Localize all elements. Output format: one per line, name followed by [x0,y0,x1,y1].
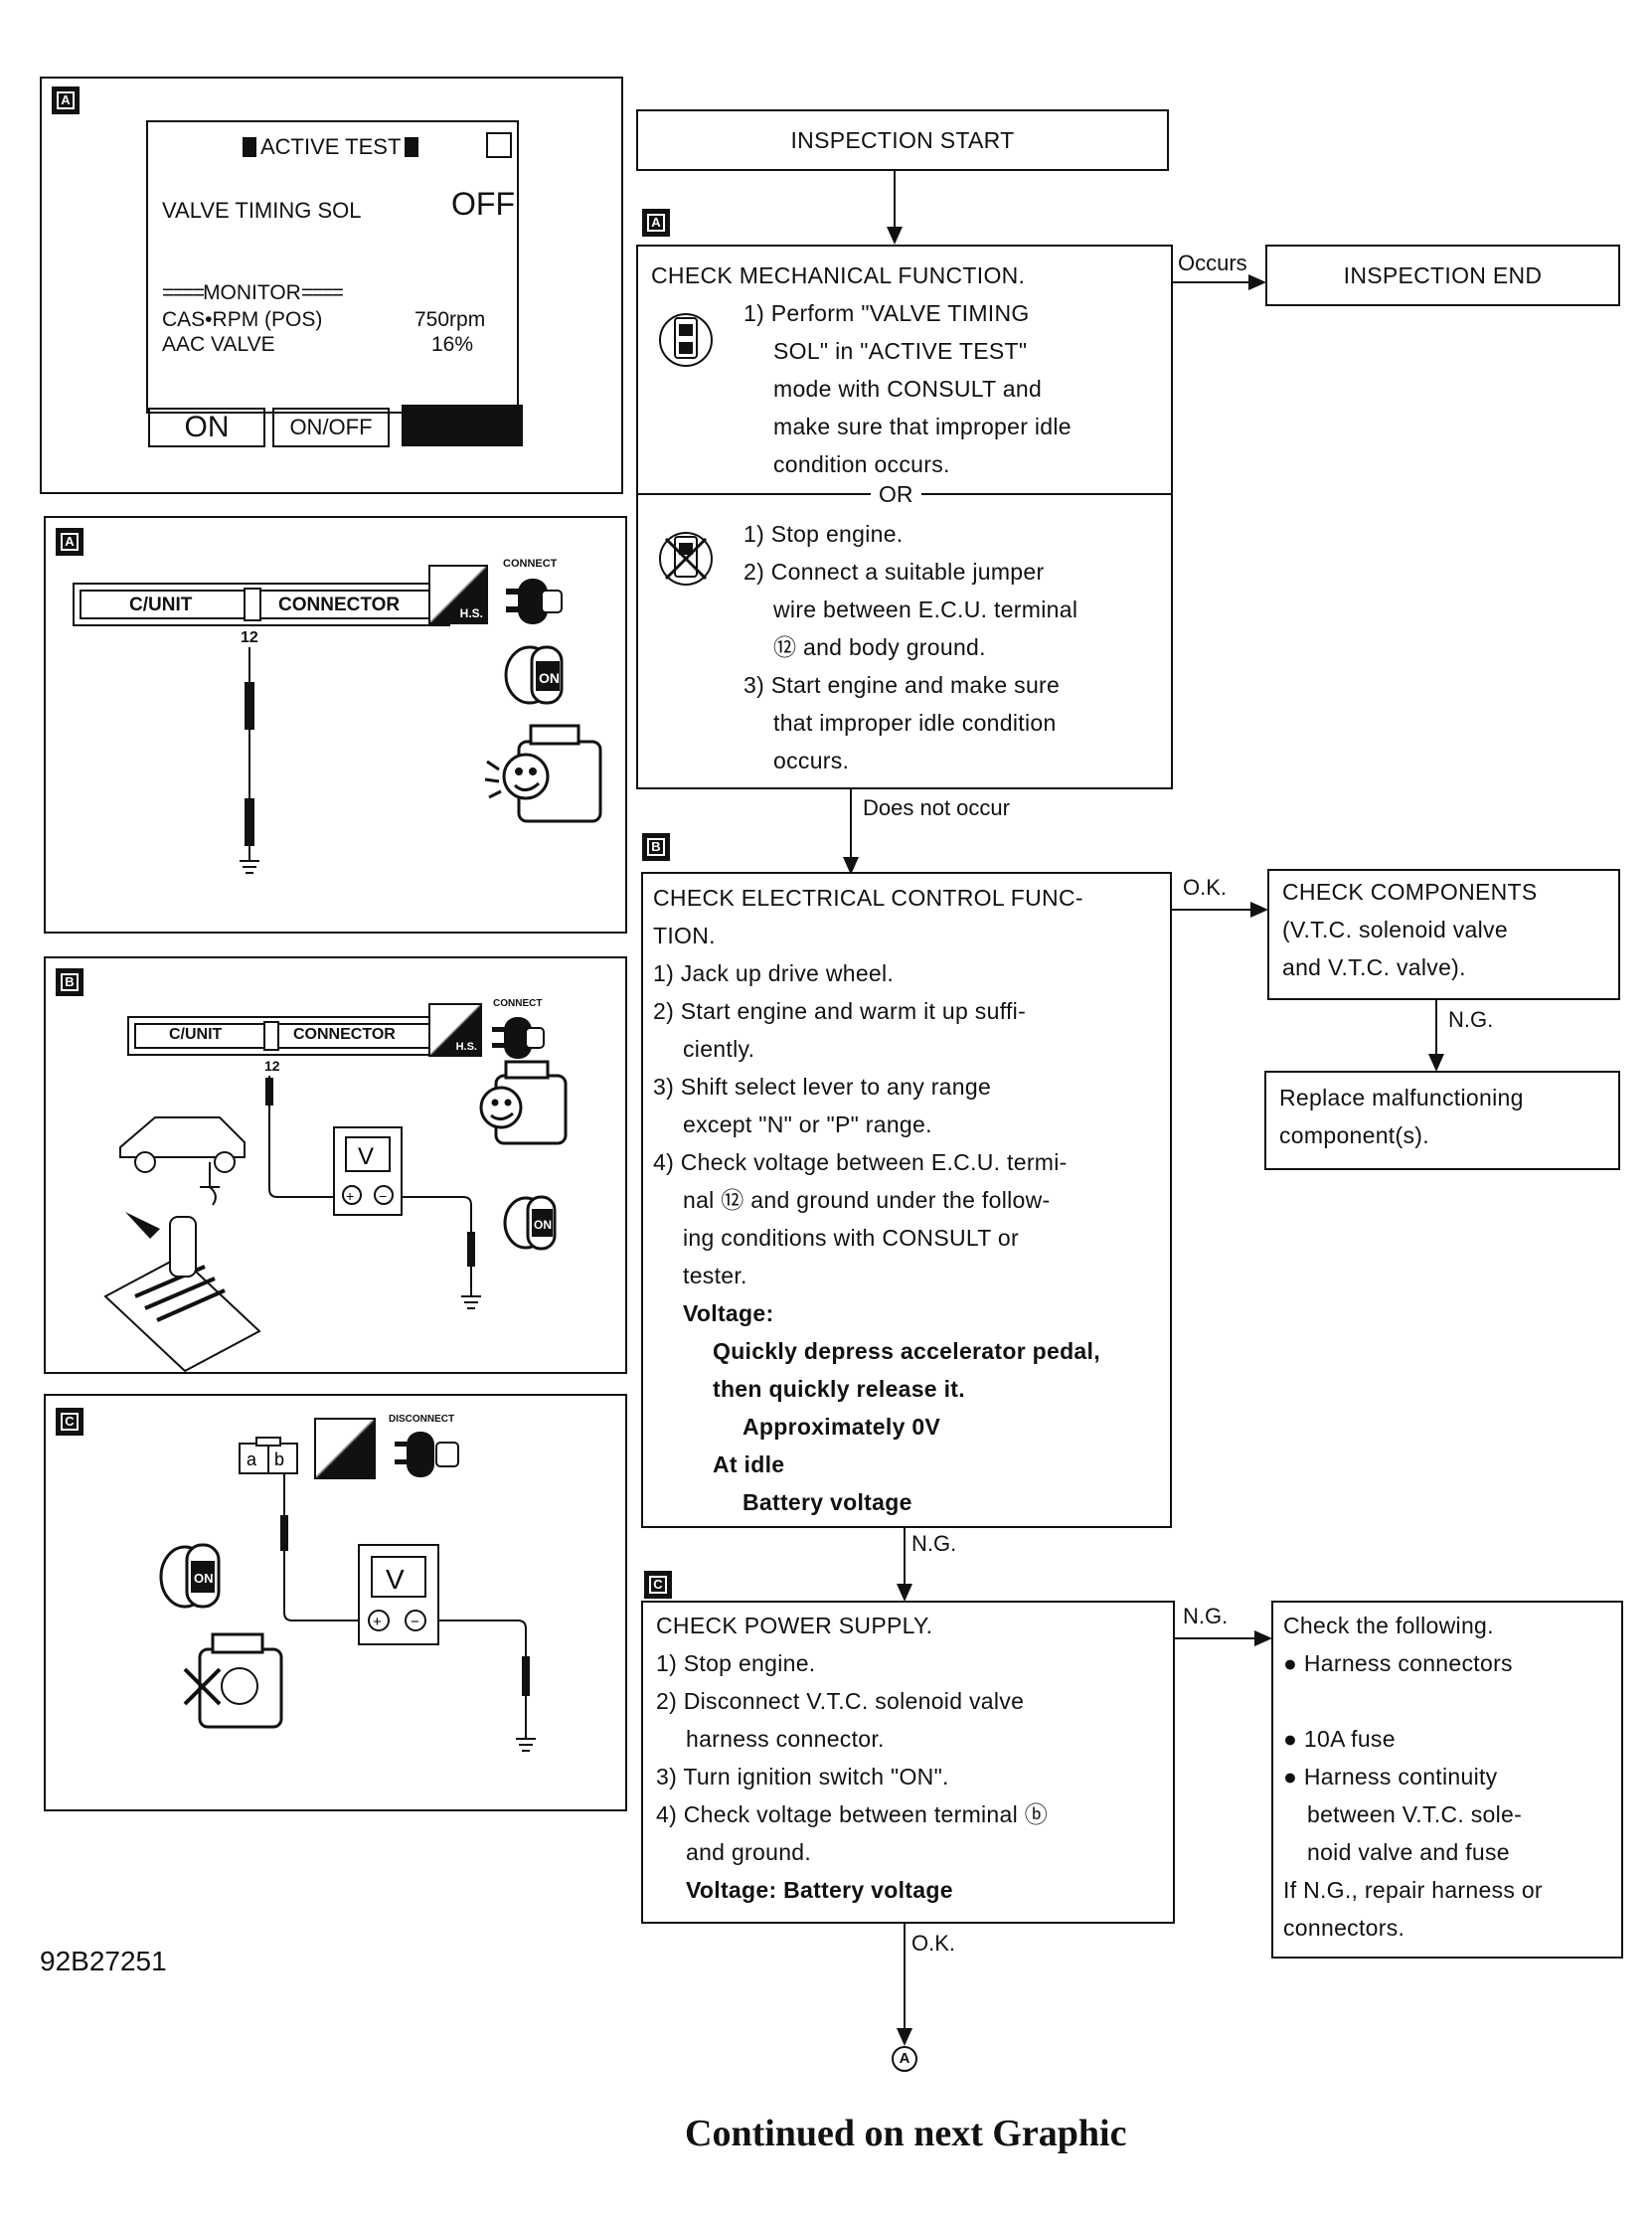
on-off-button[interactable]: ON/OFF [272,408,390,447]
voltmeter-v: V [358,1143,374,1170]
terminal-number-b: 12 [264,1058,280,1074]
occurs-label: Occurs [1178,251,1247,275]
step-c-power-supply: CHECK POWER SUPPLY. 1) Stop engine. 2) D… [641,1601,1175,1924]
ng-label-c: N.G. [1183,1604,1229,1628]
disconnect-label: DISCONNECT [389,1414,455,1425]
hs-icon: H.S. [428,565,488,624]
footer-continued: Continued on next Graphic [685,2113,1127,2154]
replace-components: Replace malfunctioning component(s). [1264,1071,1620,1170]
ignition-key-icon: ON [504,645,564,705]
terminal-b: b [274,1450,284,1469]
ignition-key-icon-b: ON [503,1195,557,1251]
connect-label-b: CONNECT [493,998,543,1009]
panel-b: B C/UNIT CONNECTOR 12 V + − [44,956,627,1374]
row-rpm-label: CAS•RPM (POS) [162,308,323,331]
tag-flow-c: C [644,1571,672,1599]
item-label: VALVE TIMING SOL [162,198,362,223]
connector-plug-icon [506,579,563,624]
connector-start-a [894,171,896,227]
cunit-connector: C/UNIT CONNECTOR [73,583,450,626]
does-not-occur-label: Does not occur [863,795,1010,820]
disconnect-plug-icon [395,1432,459,1477]
connect-label: CONNECT [503,558,558,570]
tag-c: C [56,1408,83,1436]
no-consult-icon [659,532,713,586]
engine-running-icon-b [479,1060,568,1145]
ok-label-c: O.K. [911,1931,956,1956]
step-a-jumper-text: 1) Stop engine. 2) Connect a suitable ju… [743,521,1078,773]
tag-a: A [52,86,80,114]
or-label: OR [871,481,921,508]
ignition-off-icon [314,1418,376,1479]
inspection-end: INSPECTION END [1265,245,1620,306]
step-a-consult-text: 1) Perform "VALVE TIMING SOL" in "ACTIVE… [743,300,1072,477]
svg-text:−: − [411,1614,419,1630]
tag-flow-a: A [642,209,670,237]
tag-b: B [56,968,83,996]
terminal-a: a [247,1450,257,1469]
ok-label-b: O.K. [1183,875,1228,900]
tag-flow-b: B [642,833,670,861]
panel-a-consult: A ACTIVE TEST VALVE TIMING SOL OFF ====M… [40,77,623,494]
check-the-following: Check the following. ● Harness connector… [1271,1601,1623,1959]
engine-running-icon [484,724,602,823]
check-components: CHECK COMPONENTS (V.T.C. solenoid valve … [1267,869,1620,1000]
on-text: ON [539,670,560,686]
panel-c: C a b V + − ON DISCONNECT [44,1394,627,1811]
consult-icon [659,313,713,367]
step-a-mechanical: CHECK MECHANICAL FUNCTION. 1) Perform "V… [636,245,1173,789]
figure-id: 92B27251 [40,1946,167,1976]
row-aac-value: 16% [431,333,474,356]
row-rpm-value: 750rpm [414,308,486,331]
continue-marker-a: A [892,2046,917,2072]
inspection-start: INSPECTION START [636,109,1169,171]
row-aac-label: AAC VALVE [162,333,275,356]
ng-label-b: N.G. [911,1531,957,1556]
jumper-wire [240,647,259,874]
consult-screen: ACTIVE TEST VALVE TIMING SOL OFF ====MON… [146,120,519,414]
monitor-header: ====MONITOR==== [162,281,344,304]
ng-label-components: N.G. [1448,1007,1494,1032]
voltmeter-wiring-b: V + − [103,1076,481,1373]
voltmeter-v-c: V [386,1564,405,1595]
active-test-title: ACTIVE TEST [243,134,419,160]
tag-a-2: A [56,528,83,556]
terminal-number: 12 [241,629,258,646]
cunit-connector-b: C/UNIT CONNECTOR [127,1016,450,1056]
step-b-electrical: CHECK ELECTRICAL CONTROL FUNC- TION. 1) … [641,872,1172,1528]
checkbox-icon [486,132,512,158]
blank-button[interactable] [402,405,523,446]
svg-text:+: + [373,1614,382,1630]
on-button[interactable]: ON [148,408,265,447]
connector-plug-icon-b [492,1017,545,1059]
svg-text:ON: ON [194,1571,214,1586]
svg-text:−: − [379,1188,387,1204]
power-supply-wiring: a b V + − ON [159,1437,536,1752]
item-value: OFF [451,186,515,222]
panel-a-jumper: A C/UNIT CONNECTOR 12 H.S. CONNECT ON [44,516,627,934]
hs-icon-b: H.S. [428,1003,482,1057]
svg-text:+: + [346,1188,354,1204]
svg-text:ON: ON [534,1218,552,1232]
